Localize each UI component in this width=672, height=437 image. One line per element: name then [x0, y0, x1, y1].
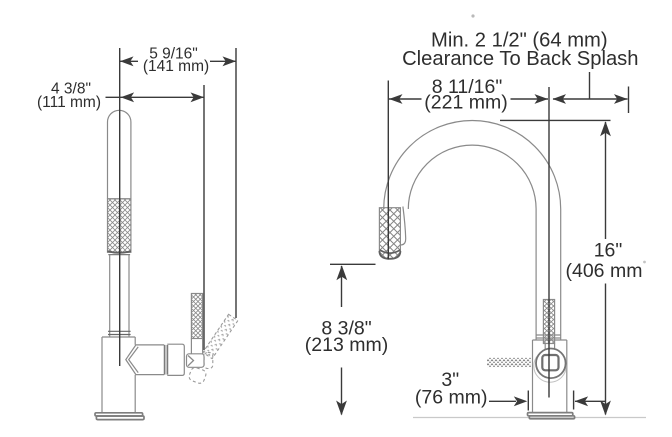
svg-text:(213 mm): (213 mm) [305, 334, 388, 356]
svg-text:5 9/16": 5 9/16" [149, 45, 198, 62]
svg-text:3": 3" [441, 369, 459, 391]
svg-text:(111 mm): (111 mm) [37, 94, 101, 111]
svg-text:Min. 2 1/2" (64 mm): Min. 2 1/2" (64 mm) [431, 30, 608, 52]
svg-text:4 3/8": 4 3/8" [51, 81, 91, 98]
svg-text:Clearance To Back Splash: Clearance To Back Splash [402, 48, 638, 70]
svg-text:(221 mm): (221 mm) [424, 92, 507, 114]
svg-text:(406 mm: (406 mm [566, 260, 643, 282]
svg-text:8 3/8": 8 3/8" [321, 318, 371, 340]
svg-text:8 11/16": 8 11/16" [432, 76, 503, 98]
svg-text:(76 mm): (76 mm) [415, 387, 488, 409]
svg-text:(141 mm): (141 mm) [143, 58, 209, 75]
svg-text:16": 16" [594, 240, 623, 262]
